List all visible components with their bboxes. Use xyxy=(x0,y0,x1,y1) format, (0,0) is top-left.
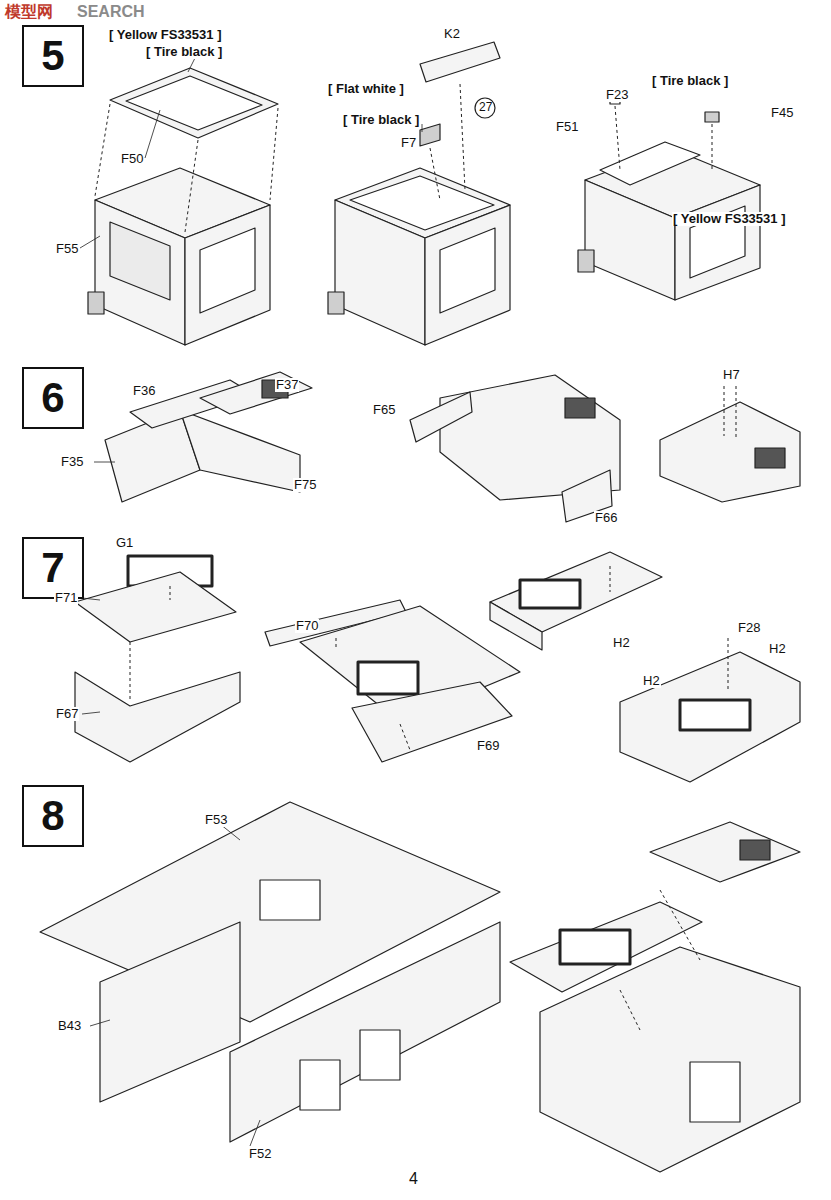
part-number: H2 xyxy=(768,642,787,656)
part-number: F71 xyxy=(54,591,78,605)
part-number: F66 xyxy=(594,511,618,525)
paint-callout: [ Yellow FS33531 ] xyxy=(672,212,786,226)
part-number: F75 xyxy=(293,478,317,492)
part-number: F53 xyxy=(204,813,228,827)
part-number: K2 xyxy=(443,27,461,41)
paint-callout: [ Flat white ] xyxy=(327,82,405,96)
step-number: 6 xyxy=(22,367,84,429)
part-number: F35 xyxy=(60,455,84,469)
paint-callout: [ Tire black ] xyxy=(145,45,223,59)
step-number: 7 xyxy=(22,537,84,599)
part-number: F23 xyxy=(605,88,629,102)
page-number: 4 xyxy=(408,1170,419,1188)
callout-number: 27 xyxy=(478,101,493,114)
part-number: F7 xyxy=(400,136,417,150)
paint-callout: [ Tire black ] xyxy=(651,74,729,88)
part-number: F51 xyxy=(555,120,579,134)
part-number: H2 xyxy=(612,636,631,650)
step-number: 8 xyxy=(22,785,84,847)
part-number: H2 xyxy=(642,674,661,688)
part-number: G1 xyxy=(115,536,134,550)
part-number: H7 xyxy=(722,368,741,382)
part-number: F69 xyxy=(476,739,500,753)
watermark: SEARCH xyxy=(76,3,146,21)
step-number-text: 6 xyxy=(41,377,64,419)
step-number: 5 xyxy=(22,25,84,87)
step-number-text: 5 xyxy=(41,35,64,77)
part-number: F36 xyxy=(132,384,156,398)
part-number: F65 xyxy=(372,403,396,417)
paint-callout: [ Tire black ] xyxy=(342,113,420,127)
part-number: F37 xyxy=(275,378,299,392)
part-number: F70 xyxy=(295,619,319,633)
part-number: F67 xyxy=(55,707,79,721)
part-number: F52 xyxy=(248,1147,272,1161)
watermark: 模型网 xyxy=(4,3,54,21)
paint-callout: [ Yellow FS33531 ] xyxy=(108,28,222,42)
part-number: F28 xyxy=(737,621,761,635)
part-number: F45 xyxy=(770,106,794,120)
part-number: B43 xyxy=(57,1019,82,1033)
step-number-text: 8 xyxy=(41,795,64,837)
part-number: F55 xyxy=(55,242,79,256)
step-number-text: 7 xyxy=(41,547,64,589)
part-number: F50 xyxy=(120,152,144,166)
